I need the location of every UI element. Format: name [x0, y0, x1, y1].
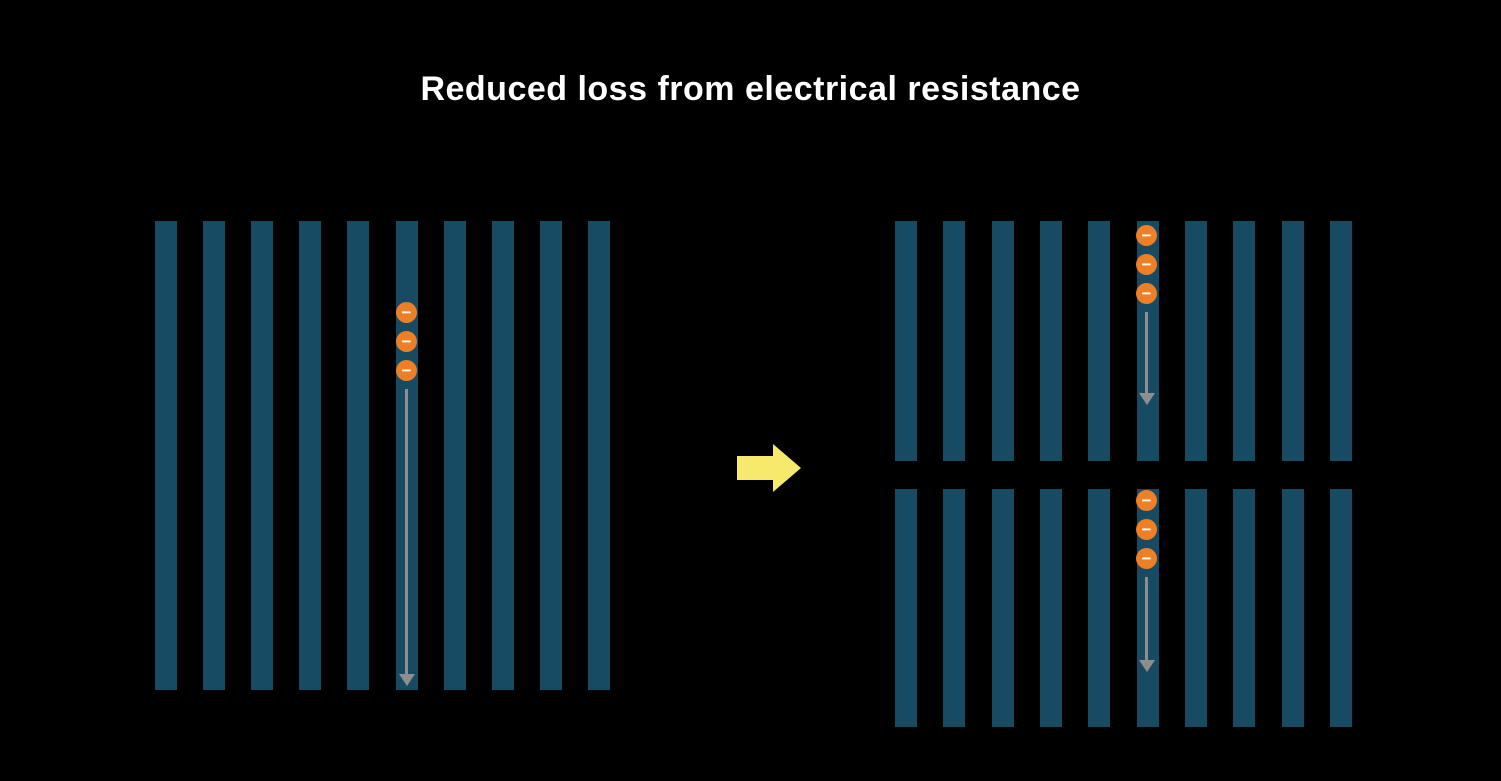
conductor-bar [347, 221, 370, 690]
diagram-title: Reduced loss from electrical resistance [420, 70, 1081, 108]
left-cell-bars [155, 221, 610, 690]
current-flow-line [1145, 577, 1148, 660]
conductor-bar [491, 221, 514, 690]
conductor-bar [991, 489, 1014, 727]
left-electron-flow: − − − [392, 302, 421, 686]
minus-symbol: − [1141, 225, 1152, 245]
electron-minus-icon: − [1136, 225, 1157, 246]
minus-symbol: − [401, 302, 412, 322]
minus-symbol: − [401, 331, 412, 351]
electron-minus-icon: − [1136, 283, 1157, 304]
conductor-bar [587, 221, 610, 690]
bottom-half-cell-bars [895, 489, 1352, 727]
minus-symbol: − [1141, 490, 1152, 510]
electron-minus-icon: − [1136, 490, 1157, 511]
conductor-bar [251, 221, 274, 690]
conductor-bar [895, 489, 917, 727]
conductor-bar [1281, 489, 1304, 727]
conductor-bar [1233, 221, 1256, 461]
electron-stack: − − − [1136, 490, 1157, 577]
conductor-bar [1088, 221, 1111, 461]
electron-minus-icon: − [1136, 254, 1157, 275]
minus-symbol: − [1141, 283, 1152, 303]
top-half-cell-bars [895, 221, 1352, 461]
conductor-bar [991, 221, 1014, 461]
electron-minus-icon: − [396, 360, 417, 381]
electron-stack: − − − [396, 302, 417, 389]
conductor-bar [539, 221, 562, 690]
conductor-bar [203, 221, 226, 690]
right-arrow-icon [737, 444, 801, 492]
conductor-bar [1088, 489, 1111, 727]
electron-minus-icon: − [396, 331, 417, 352]
conductor-bar [1184, 221, 1207, 461]
electron-minus-icon: − [396, 302, 417, 323]
conductor-bar [1329, 489, 1352, 727]
conductor-bar [895, 221, 917, 461]
minus-symbol: − [1141, 254, 1152, 274]
conductor-bar [1039, 221, 1062, 461]
down-arrow-icon [398, 674, 415, 686]
conductor-bar [443, 221, 466, 690]
minus-symbol: − [401, 360, 412, 380]
current-flow-line [1145, 312, 1148, 393]
down-arrow-icon [1138, 393, 1155, 405]
down-arrow-icon [1138, 660, 1155, 672]
electron-minus-icon: − [1136, 519, 1157, 540]
electron-minus-icon: − [1136, 548, 1157, 569]
top-electron-flow: − − − [1132, 225, 1161, 405]
conductor-bar [155, 221, 177, 690]
conductor-bar [1281, 221, 1304, 461]
minus-symbol: − [1141, 519, 1152, 539]
bottom-electron-flow: − − − [1132, 490, 1161, 672]
conductor-bar [299, 221, 322, 690]
minus-symbol: − [1141, 548, 1152, 568]
conductor-bar [1329, 221, 1352, 461]
conductor-bar [943, 489, 966, 727]
conductor-bar [943, 221, 966, 461]
right-arrow-head [773, 444, 801, 492]
conductor-bar [1233, 489, 1256, 727]
electron-stack: − − − [1136, 225, 1157, 312]
current-flow-line [405, 389, 408, 674]
conductor-bar [1184, 489, 1207, 727]
right-arrow-shaft [737, 456, 773, 480]
conductor-bar [1039, 489, 1062, 727]
